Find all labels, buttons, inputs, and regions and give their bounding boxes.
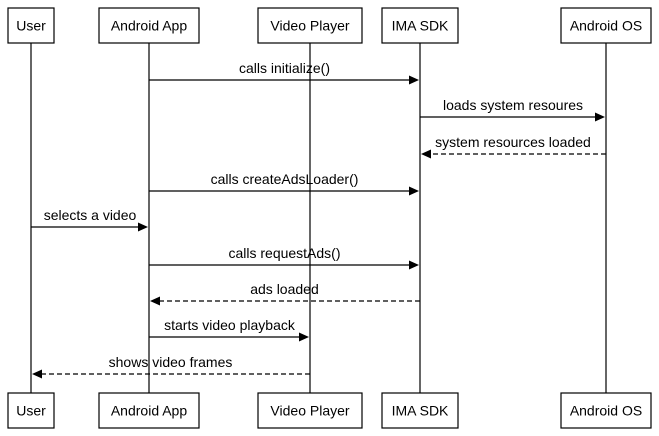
message-5: selects a video (31, 207, 148, 232)
arrowhead-icon (409, 260, 419, 270)
participant-label: Android OS (570, 18, 642, 34)
message-label: selects a video (44, 207, 137, 223)
message-label: ads loaded (250, 281, 319, 297)
message-2: loads system resoures (420, 97, 605, 122)
participant-label: IMA SDK (392, 403, 449, 419)
participant-box (381, 7, 459, 44)
participant-box (7, 392, 55, 429)
participant-label: Android App (111, 18, 187, 34)
participant-box (7, 7, 55, 44)
participant-box (257, 392, 363, 429)
arrowhead-icon (138, 222, 148, 232)
arrowhead-icon (421, 149, 431, 159)
participant-box (381, 392, 459, 429)
participant-label: IMA SDK (392, 18, 449, 34)
message-6: calls requestAds() (149, 245, 419, 270)
participant-box (98, 7, 200, 44)
message-label: starts video playback (164, 317, 296, 333)
message-label: shows video frames (109, 354, 233, 370)
arrowhead-icon (299, 332, 309, 342)
participant-box (560, 392, 652, 429)
message-1: calls initialize() (149, 60, 419, 85)
participant-label: Android OS (570, 403, 642, 419)
participant-label: Android App (111, 403, 187, 419)
message-label: system resources loaded (435, 134, 591, 150)
participant-app-top: Android App (98, 7, 200, 44)
arrowhead-icon (150, 296, 160, 306)
message-label: calls initialize() (239, 60, 330, 76)
participant-app-bottom: Android App (98, 392, 200, 429)
message-7: ads loaded (150, 281, 420, 306)
participant-user-bottom: User (7, 392, 55, 429)
arrowhead-icon (409, 75, 419, 85)
message-label: calls requestAds() (228, 245, 340, 261)
participant-label: User (16, 18, 46, 34)
participant-ima-top: IMA SDK (381, 7, 459, 44)
message-4: calls createAdsLoader() (149, 171, 419, 196)
message-label: calls createAdsLoader() (211, 171, 359, 187)
arrowhead-icon (32, 369, 42, 379)
message-9: shows video frames (32, 354, 310, 379)
message-3: system resources loaded (421, 134, 606, 159)
participant-box (98, 392, 200, 429)
participant-user-top: User (7, 7, 55, 44)
participant-box (560, 7, 652, 44)
message-label: loads system resoures (443, 97, 583, 113)
message-8: starts video playback (149, 317, 309, 342)
participant-ima-bottom: IMA SDK (381, 392, 459, 429)
participant-player-bottom: Video Player (257, 392, 363, 429)
participant-player-top: Video Player (257, 7, 363, 44)
participant-label: Video Player (270, 403, 349, 419)
participant-label: User (16, 403, 46, 419)
participant-os-bottom: Android OS (560, 392, 652, 429)
participant-label: Video Player (270, 18, 349, 34)
arrowhead-icon (409, 186, 419, 196)
arrowhead-icon (595, 112, 605, 122)
participant-box (257, 7, 363, 44)
participant-os-top: Android OS (560, 7, 652, 44)
